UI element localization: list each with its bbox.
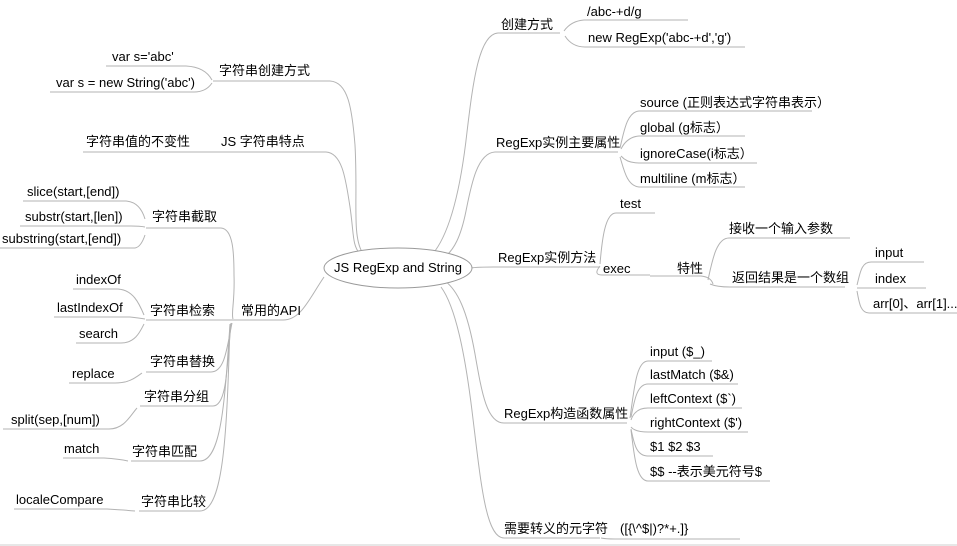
edge <box>76 323 145 344</box>
edge <box>564 35 745 48</box>
edge <box>619 110 812 149</box>
edge <box>131 323 231 462</box>
edge <box>629 360 712 419</box>
node-api-indexof[interactable]: indexOf <box>76 272 121 287</box>
edge <box>50 82 213 93</box>
edge <box>54 316 146 320</box>
node-api-substr[interactable]: substr(start,[len]) <box>25 209 123 224</box>
node-string-immutable[interactable]: 字符串值的不变性 <box>86 134 191 149</box>
edge <box>213 80 363 253</box>
node-exec-accepts[interactable]: 接收一个输入参数 <box>729 221 834 236</box>
node-string-feature[interactable]: JS 字符串特点 <box>221 134 305 149</box>
node-ctor-leftcontext[interactable]: leftContext ($`) <box>650 391 736 406</box>
edge <box>139 324 231 512</box>
node-api-replace[interactable]: replace <box>72 366 115 381</box>
node-exec-traits[interactable]: 特性 <box>677 261 704 276</box>
edge <box>596 265 650 276</box>
node-common-api[interactable]: 常用的API <box>241 303 301 318</box>
edge <box>630 407 742 421</box>
node-return-index[interactable]: index <box>875 271 907 286</box>
node-string-constructor[interactable]: var s = new String('abc') <box>56 75 195 90</box>
edge <box>856 290 957 314</box>
edge <box>442 151 618 259</box>
node-regexp-create[interactable]: 创建方式 <box>501 17 554 32</box>
node-ctor-lastmatch[interactable]: lastMatch ($&) <box>650 367 734 382</box>
edge <box>707 237 850 281</box>
node-api-lastindexof[interactable]: lastIndexOf <box>57 300 123 315</box>
edge <box>709 283 845 288</box>
node-root[interactable]: JS RegExp and String <box>334 260 462 275</box>
edge <box>620 135 745 150</box>
edge <box>434 32 560 252</box>
edge <box>599 212 655 265</box>
node-ctor-rightcontext[interactable]: rightContext ($') <box>650 415 743 430</box>
edge <box>69 372 143 384</box>
node-api-compare-group[interactable]: 字符串比较 <box>141 494 207 509</box>
edge <box>600 537 740 540</box>
edge <box>14 508 136 512</box>
node-prop-multiline[interactable]: multiline (m标志） <box>640 171 746 186</box>
node-ctor-dollar[interactable]: $$ --表示美元符号$ <box>650 464 762 479</box>
edge <box>440 286 600 539</box>
node-api-search[interactable]: search <box>79 326 119 341</box>
edge <box>3 407 138 430</box>
edge <box>630 426 748 433</box>
edge <box>233 276 325 321</box>
node-api-split-group[interactable]: 字符串分组 <box>144 389 210 404</box>
edge <box>856 261 924 286</box>
edge <box>106 65 213 81</box>
node-escape-group[interactable]: 需要转义的元字符 <box>504 521 609 536</box>
node-return-input[interactable]: input <box>875 245 904 260</box>
node-api-substring[interactable]: substring(start,[end]) <box>2 231 122 246</box>
edge <box>23 200 146 220</box>
node-api-match[interactable]: match <box>64 441 100 456</box>
node-regexp-ctor-props[interactable]: RegExp构造函数属性 <box>504 406 629 421</box>
node-ctor-input[interactable]: input ($_) <box>650 344 705 359</box>
node-string-create[interactable]: 字符串创建方式 <box>219 63 311 78</box>
node-api-localecompare[interactable]: localeCompare <box>16 492 104 507</box>
edge <box>630 429 770 482</box>
edge <box>218 151 361 255</box>
edge <box>63 457 129 462</box>
node-method-test[interactable]: test <box>620 196 641 211</box>
node-regexp-constructor[interactable]: new RegExp('abc-+d','g') <box>588 30 732 45</box>
edge <box>470 266 600 269</box>
edge <box>630 383 738 418</box>
node-api-replace-group[interactable]: 字符串替换 <box>150 354 216 369</box>
node-api-extract[interactable]: 字符串截取 <box>152 209 218 224</box>
edge <box>20 225 146 228</box>
node-prop-global[interactable]: global (g标志） <box>640 120 729 135</box>
edge <box>73 288 145 316</box>
node-prop-source[interactable]: source (正则表达式字符串表示） <box>640 95 830 110</box>
edge <box>619 156 745 188</box>
edge <box>650 275 714 285</box>
node-string-literal[interactable]: var s='abc' <box>112 49 174 64</box>
node-regexp-instance-methods[interactable]: RegExp实例方法 <box>498 250 597 265</box>
node-prop-ignorecase[interactable]: ignoreCase(i标志） <box>640 146 753 161</box>
node-api-search-group[interactable]: 字符串检索 <box>150 303 216 318</box>
node-regexp-instance-props[interactable]: RegExp实例主要属性 <box>496 135 621 150</box>
node-escape-chars[interactable]: ([{\^$|)?*+.]} <box>620 521 689 536</box>
edge <box>620 155 757 164</box>
node-ctor-groups[interactable]: $1 $2 $3 <box>650 439 701 454</box>
root-ellipse <box>323 247 473 289</box>
edge <box>444 280 627 424</box>
edge <box>563 19 688 32</box>
node-return-arr[interactable]: arr[0]、arr[1]... <box>873 296 957 311</box>
node-api-split[interactable]: split(sep,[num]) <box>11 412 100 427</box>
node-api-match-group[interactable]: 字符串匹配 <box>132 444 198 459</box>
edge <box>146 227 235 320</box>
node-api-slice[interactable]: slice(start,[end]) <box>27 184 120 199</box>
edge <box>0 234 146 249</box>
node-method-exec[interactable]: exec <box>603 261 631 276</box>
node-regexp-literal[interactable]: /abc-+d/g <box>587 4 642 19</box>
node-exec-returns[interactable]: 返回结果是一个数组 <box>732 270 850 285</box>
